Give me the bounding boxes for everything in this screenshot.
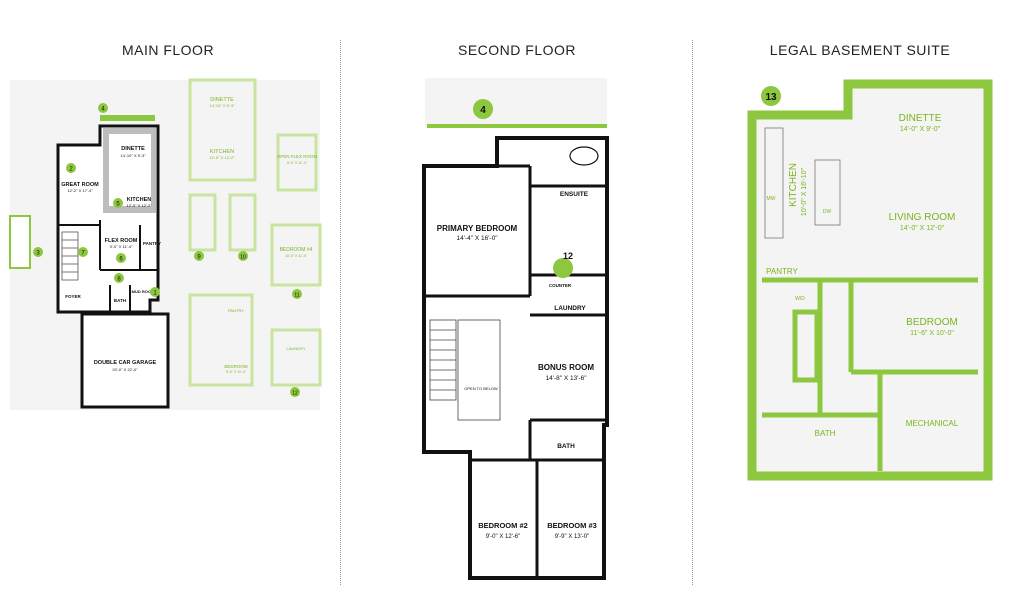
option-bedroom4-label: BEDROOM #4 xyxy=(280,247,313,253)
stairs xyxy=(61,231,79,281)
badge-4-circle xyxy=(473,99,493,119)
bonus-room-label: BONUS ROOM xyxy=(538,363,594,372)
second-badge-12: 12 xyxy=(563,251,573,261)
basement-title: LEGAL BASEMENT SUITE xyxy=(769,42,951,58)
open-to-below-label: OPEN TO BELOW xyxy=(464,386,498,391)
option-laundry-label: LAUNDRY xyxy=(286,346,305,351)
basement-living-dim: 14'-0" X 12'-0" xyxy=(900,225,945,232)
basement-mechanical-label: MECHANICAL xyxy=(906,419,959,428)
option-open-flex-dim: 9'-0" X 11'-4" xyxy=(287,161,308,165)
ensuite-option-edge xyxy=(427,124,607,128)
basement-bath-label: BATH xyxy=(815,429,836,438)
main-floor-title: MAIN FLOOR xyxy=(121,42,215,58)
basement-dinette-label: DINETTE xyxy=(899,113,942,124)
option-dinette-label: DINETTE xyxy=(210,97,234,103)
badge-10: 10 xyxy=(240,255,246,261)
basement-mw-label: MW xyxy=(767,196,776,202)
basement-interior-walls xyxy=(762,277,978,471)
option-kitchen-label: KITCHEN xyxy=(210,149,234,155)
divider-left xyxy=(340,40,341,585)
bedroom2-label: BEDROOM #2 xyxy=(478,521,528,530)
main-floor-plan: DINETTE 14'-10" X 9'-3" GREAT ROOM 12'-2… xyxy=(9,78,322,410)
option-bedroom4-dim: 10'-0" X 11'-4" xyxy=(285,254,308,258)
option-bedroom-label: BEDROOM xyxy=(224,364,248,369)
side-stair-option xyxy=(9,215,31,269)
badge-7: 7 xyxy=(81,251,85,257)
counter-label: COUNTER xyxy=(549,283,572,288)
badge-3: 3 xyxy=(36,251,40,257)
option-kitchen-dim: 12'-0" X 12'-2" xyxy=(209,155,235,160)
basement-bedroom-dim: 11'-6" X 10'-0" xyxy=(910,330,954,337)
dinette-label: DINETTE xyxy=(121,146,145,152)
garage-dim: 20'-0" X 22'-0" xyxy=(112,367,138,372)
basement-living-label: LIVING ROOM xyxy=(889,212,956,223)
second-floor-plan: 4 12 PRIMARY BEDROOM xyxy=(422,78,609,580)
primary-bedroom-label: PRIMARY BEDROOM xyxy=(437,224,518,233)
option-panels xyxy=(188,78,322,387)
ensuite-label: ENSUITE xyxy=(560,191,589,198)
badge-1: 1 xyxy=(153,291,157,297)
divider-right xyxy=(692,40,693,585)
badge-13-circle xyxy=(761,86,781,106)
option-dinette-dim: 14'-10" X 9'-3" xyxy=(209,103,235,108)
bath-label: BATH xyxy=(114,298,126,303)
bonus-room-dim: 14'-8" X 13'-6" xyxy=(545,375,587,382)
great-room-label: GREAT ROOM xyxy=(61,182,99,188)
basement-bedroom-label: BEDROOM xyxy=(906,317,958,328)
second-floor-stairs xyxy=(429,319,501,421)
main-floor-badges: 1 2 3 4 5 6 7 8 9 10 11 12 xyxy=(33,103,302,397)
badge-5: 5 xyxy=(116,202,120,208)
second-floor-walls xyxy=(422,136,609,580)
pantry-label: PANTRY xyxy=(143,241,161,246)
laundry-label: LAUNDRY xyxy=(554,305,586,312)
option-bedroom-dim: 9'-0" X 11'-4" xyxy=(226,370,247,374)
second-floor-title: SECOND FLOOR xyxy=(457,42,576,58)
badge-8: 8 xyxy=(117,277,121,283)
badge-11: 11 xyxy=(294,293,299,299)
kitchen-dim: 12'-0" X 12'-2" xyxy=(126,203,152,208)
basement-dw-label: DW xyxy=(823,209,832,215)
second-bath-label: BATH xyxy=(557,443,575,450)
flex-room-label: FLEX ROOM xyxy=(105,238,138,244)
ensuite-option-backdrop xyxy=(425,78,607,128)
badge-6: 6 xyxy=(119,257,123,263)
primary-bedroom-dim: 14'-4" X 16'-0" xyxy=(456,235,498,242)
basement-pantry-label: PANTRY xyxy=(766,267,798,276)
second-badge-4: 4 xyxy=(480,105,486,116)
basement-badge-13: 13 xyxy=(765,92,777,103)
badge-9: 9 xyxy=(197,255,201,261)
basement-plan: 13 DINETTE 14'-0" X 9'-0" KITCHEN 10'-0"… xyxy=(747,79,993,481)
option-open-flex-label: OPEN FLEX ROOM xyxy=(277,154,318,159)
basement-kitchen-label: KITCHEN xyxy=(788,163,799,207)
basement-dinette-dim: 14'-0" X 9'-0" xyxy=(900,126,941,133)
great-room-dim: 12'-2" X 17'-4" xyxy=(67,188,93,193)
garage-label: DOUBLE CAR GARAGE xyxy=(94,360,157,366)
badge-4: 4 xyxy=(101,107,105,113)
foyer-label: FOYER xyxy=(65,294,81,299)
option-pantry-label: PANTRY xyxy=(228,308,244,313)
garage-walls xyxy=(80,312,170,409)
tub-icon xyxy=(569,146,599,166)
badge-12-circle xyxy=(553,258,573,278)
mud-room-label: MUD ROOM xyxy=(132,289,155,294)
bedroom2-dim: 9'-0" X 12'-6" xyxy=(486,534,521,540)
basement-wd-label: W/D xyxy=(795,296,805,302)
badge-2: 2 xyxy=(69,167,73,173)
bedroom3-label: BEDROOM #3 xyxy=(547,521,597,530)
basement-kitchen-counters xyxy=(764,127,841,239)
kitchen-label: KITCHEN xyxy=(127,197,151,203)
second-floor-interior-walls xyxy=(424,164,607,578)
bedroom3-dim: 9'-9" X 13'-0" xyxy=(555,534,590,540)
dinette-kitchen-inner xyxy=(109,134,151,206)
dinette-dim: 14'-10" X 9'-3" xyxy=(120,153,146,158)
basement-kitchen-dim: 10'-0" X 16'-10" xyxy=(801,167,808,216)
badge-12: 12 xyxy=(292,391,298,397)
option-edge xyxy=(100,115,155,121)
flex-room-dim: 9'-0" X 11'-4" xyxy=(110,244,133,249)
